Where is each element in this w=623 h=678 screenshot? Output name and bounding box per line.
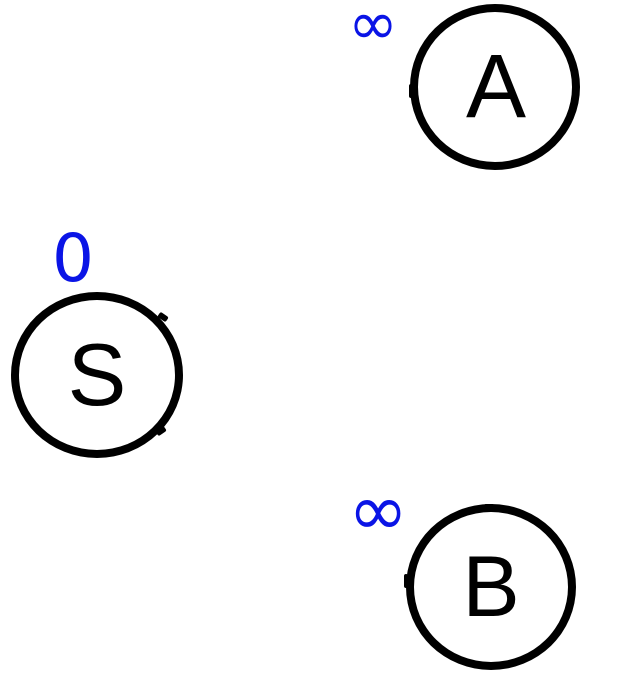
- node-b: B: [406, 504, 576, 670]
- node-s-label: S: [67, 325, 127, 424]
- node-b-label: B: [462, 539, 520, 635]
- node-b-edge-stub: [484, 504, 494, 508]
- node-b-distance-label: ∞: [348, 468, 408, 552]
- node-a-label: A: [465, 37, 527, 137]
- node-a-edge-stub: [486, 164, 498, 169]
- node-b-edge-stub: [404, 574, 408, 588]
- node-a: A: [410, 4, 580, 170]
- node-s: S: [11, 292, 183, 458]
- node-a-distance-label: ∞: [348, 0, 398, 59]
- node-s-distance-label: 0: [52, 220, 94, 297]
- node-a-edge-stub: [409, 84, 413, 98]
